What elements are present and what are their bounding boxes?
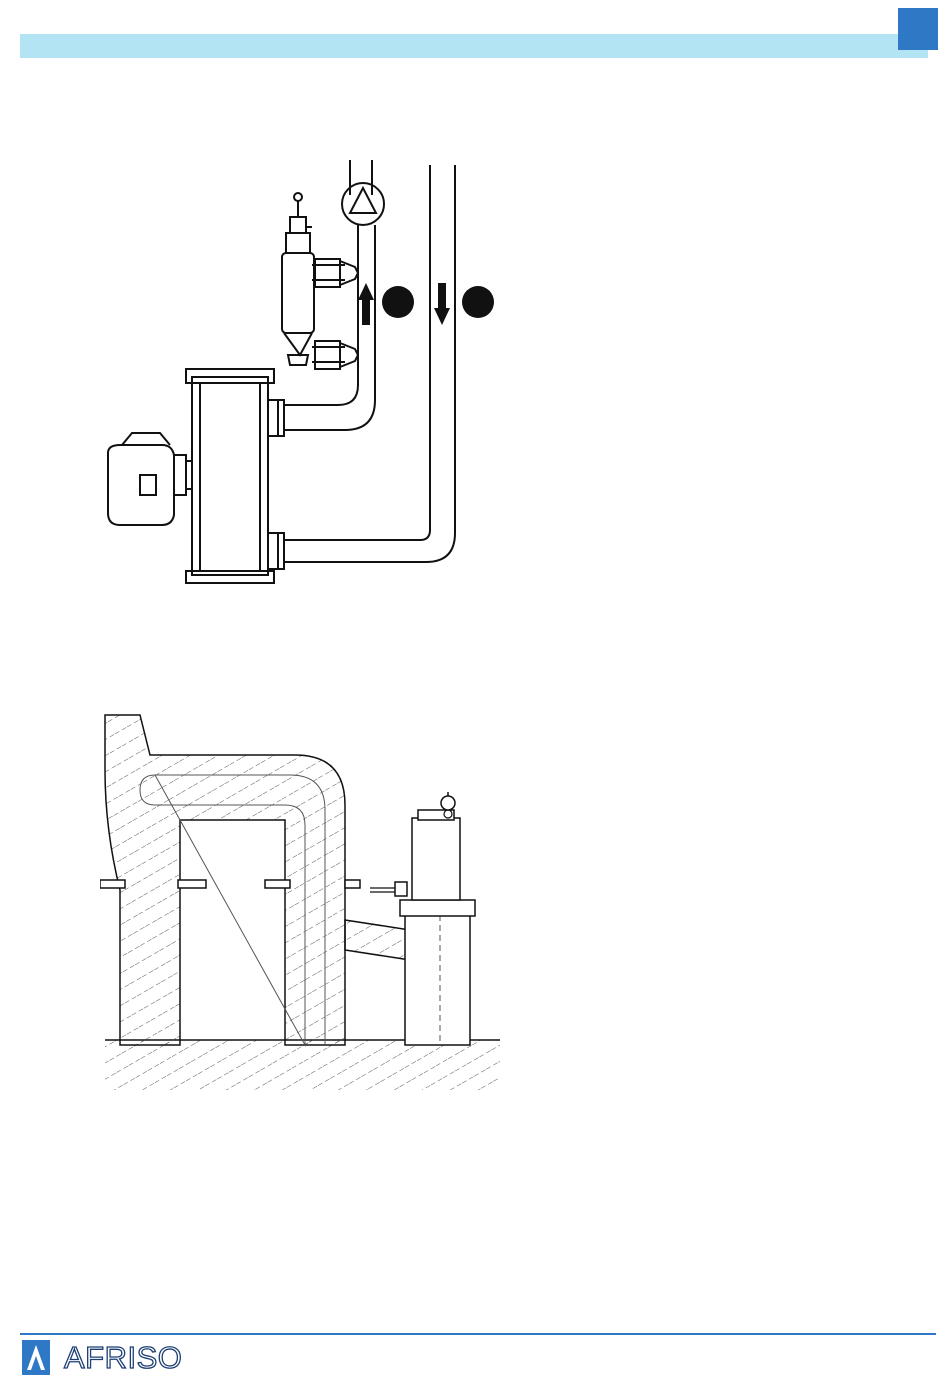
header-bar <box>20 34 928 58</box>
brand-logo-text: AFRISO <box>64 1340 182 1376</box>
page-tab-marker <box>898 8 938 50</box>
afriso-logo-icon <box>22 1340 50 1375</box>
gauge-icon <box>441 796 455 810</box>
chimney-section-diagram <box>100 710 500 1095</box>
heating-system-diagram <box>100 155 510 595</box>
footer-divider <box>20 1333 936 1335</box>
